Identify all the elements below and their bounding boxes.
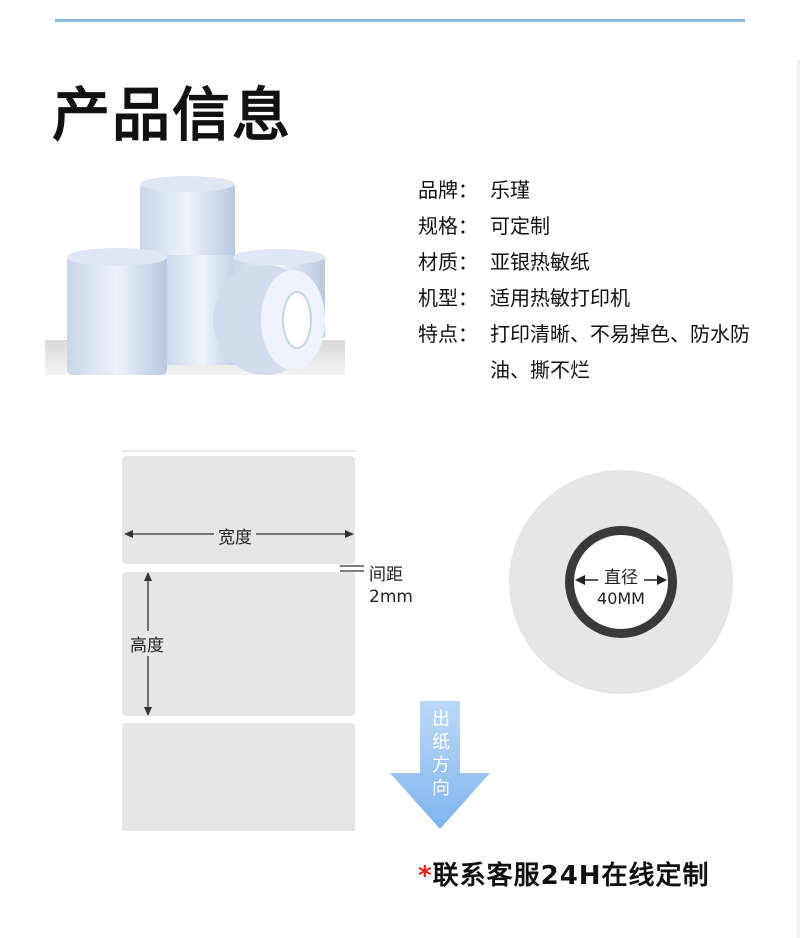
asterisk: *: [418, 861, 433, 891]
feed-char: 方: [432, 755, 450, 776]
gap-value: 2mm: [369, 587, 413, 607]
gap-label-text: 间距: [369, 565, 403, 585]
feed-direction-arrow-icon: [390, 701, 490, 829]
product-rolls-image: [45, 176, 345, 375]
spec-list: 品牌： 乐瑾 规格： 可定制 材质： 亚银热敏纸 机型： 适用热敏打印机 特点：…: [418, 172, 788, 388]
height-label: 高度: [128, 631, 166, 656]
strip-top-edge: [122, 450, 356, 452]
page-title: 产品信息: [52, 81, 293, 149]
spec-row-size: 规格： 可定制: [418, 208, 788, 244]
spec-row-model: 机型： 适用热敏打印机: [418, 280, 788, 316]
spec-key: 品牌：: [418, 178, 478, 202]
spec-value: 乐瑾: [490, 178, 530, 202]
spec-value: 亚银热敏纸: [490, 250, 590, 274]
right-edge: [797, 60, 800, 938]
contact-text: 联系客服24H在线定制: [432, 861, 710, 891]
diameter-label: 直径: [604, 568, 638, 588]
feed-char: 向: [432, 778, 450, 799]
spec-value: 适用热敏打印机: [490, 286, 630, 310]
spec-key: 机型：: [418, 286, 478, 310]
spec-key: 规格：: [418, 214, 478, 238]
spec-row-brand: 品牌： 乐瑾: [418, 172, 788, 208]
spec-value: 可定制: [490, 214, 550, 238]
gap-label: 间距 2mm: [369, 564, 413, 608]
spec-value: 打印清晰、不易掉色、防水防油、撕不烂: [490, 322, 750, 382]
spec-key: 材质：: [418, 250, 478, 274]
top-rule: [55, 19, 745, 22]
spec-row-material: 材质： 亚银热敏纸: [418, 244, 788, 280]
contact-note: *联系客服24H在线定制: [418, 855, 710, 892]
spec-key: 特点：: [418, 322, 478, 346]
feed-char: 出: [432, 709, 450, 730]
diameter-value: 40MM: [597, 589, 645, 608]
spec-row-features: 特点： 打印清晰、不易掉色、防水防油、撕不烂: [418, 316, 788, 388]
width-label: 宽度: [214, 523, 256, 548]
label-sheet: [122, 723, 355, 831]
feed-direction-label: 出 纸 方 向: [429, 708, 453, 800]
feed-char: 纸: [432, 732, 450, 753]
roll-diagram: 直径 40MM: [509, 470, 733, 694]
